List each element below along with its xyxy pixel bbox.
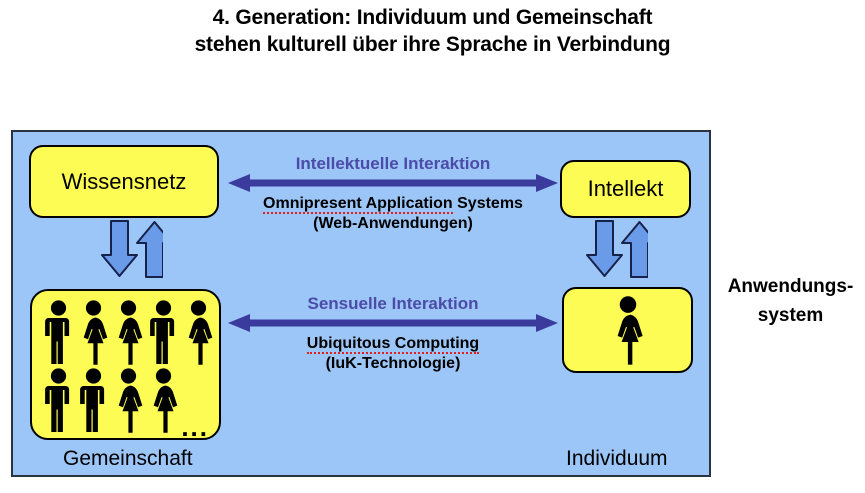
vertical-arrow-pair-left: [99, 220, 173, 283]
box-knowledge-network-label: Wissensnetz: [61, 168, 187, 194]
box-individual[interactable]: [562, 287, 693, 373]
interaction-sensual-subtitle-1: Ubiquitous Computing: [223, 334, 563, 354]
arrow-up-icon: [136, 221, 173, 278]
arrow-down-icon: [101, 220, 138, 277]
box-intellect[interactable]: Intellekt: [560, 160, 691, 218]
person-man-icon: [45, 300, 70, 364]
person-man-icon: [80, 368, 105, 432]
arrow-down-up-pair: [101, 220, 173, 278]
interaction-intellectual-subtitle-2: (Web-Anwendungen): [313, 215, 473, 232]
page-title-line-1: 4. Generation: Individuum und Gemeinscha…: [212, 6, 653, 29]
interaction-intellectual-title: Intellektuelle Interaktion: [295, 154, 491, 173]
person-man-icon: [150, 300, 175, 364]
person-woman-icon: [188, 300, 213, 365]
interaction-intellectual-subtitle-1: Omnipresent Application Systems: [223, 194, 563, 214]
person-man-icon: [45, 368, 70, 432]
arrow-up-icon: [621, 221, 658, 278]
community-figure-row: [41, 367, 216, 433]
box-community[interactable]: ...: [30, 289, 221, 440]
person-woman-icon: [118, 300, 143, 365]
spellchecked-phrase: Ubiquitous Computing: [306, 335, 480, 354]
person-woman-icon: [118, 368, 143, 433]
community-figure-grid: [41, 299, 216, 433]
community-overflow-indicator: ...: [181, 412, 209, 442]
arrow-down-icon: [586, 220, 623, 277]
label-application-system-line-2: system: [757, 305, 824, 326]
person-woman-icon: [153, 368, 178, 433]
person-woman-icon: [83, 300, 108, 365]
box-knowledge-network[interactable]: Wissensnetz: [29, 145, 219, 218]
subtitle-rest: Systems: [452, 195, 523, 212]
interaction-intellectual: Intellektuelle Interaktion Omnipresent A…: [223, 154, 563, 234]
spellchecked-phrase: Omnipresent Application: [263, 195, 453, 214]
community-figure-row: [41, 299, 216, 365]
double-headed-arrow-icon: [228, 174, 558, 192]
interaction-sensual: Sensuelle Interaktion Ubiquitous Computi…: [223, 294, 563, 374]
label-application-system: Anwendungs- system: [716, 272, 865, 330]
application-system-panel: Wissensnetz Intellekt: [11, 130, 711, 477]
double-headed-arrow-icon: [228, 314, 558, 332]
label-individual: Individuum: [566, 447, 668, 470]
interaction-sensual-subtitle-2: (IuK-Technologie): [325, 355, 461, 372]
vertical-arrow-pair-right: [584, 220, 658, 283]
page-title-line-2: stehen kulturell über ihre Sprache in Ve…: [194, 33, 671, 56]
label-application-system-line-1: Anwendungs-: [727, 276, 854, 297]
arrow-down-up-pair: [586, 220, 658, 278]
page-title: 4. Generation: Individuum und Gemeinscha…: [0, 4, 865, 58]
person-woman-icon: [617, 296, 643, 365]
label-community: Gemeinschaft: [63, 447, 193, 470]
box-intellect-label: Intellekt: [587, 176, 664, 201]
interaction-sensual-title: Sensuelle Interaktion: [307, 294, 479, 313]
